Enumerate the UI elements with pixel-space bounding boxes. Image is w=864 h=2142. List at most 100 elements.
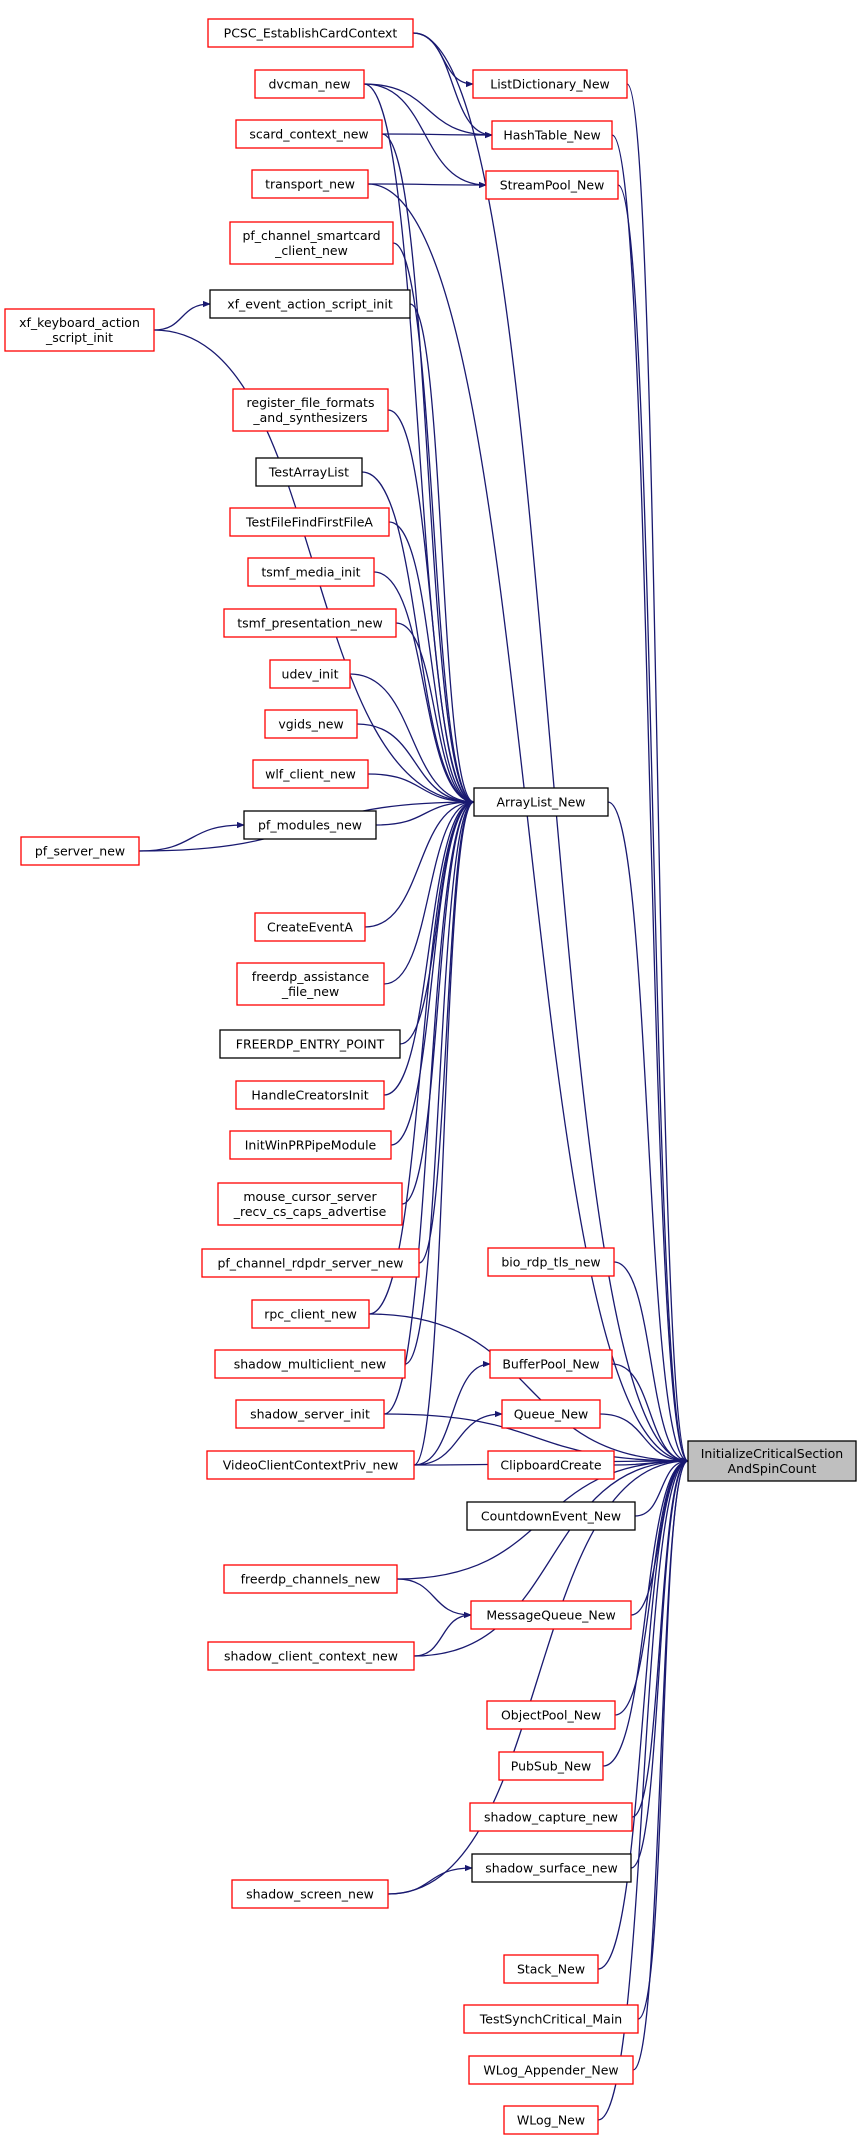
node-pf-channel-smartcard-client-new[interactable]: pf_channel_smartcard_client_new (229, 221, 394, 265)
node-freerdp-entry-point[interactable]: FREERDP_ENTRY_POINT (219, 1029, 401, 1059)
node-arraylist-new[interactable]: ArrayList_New (473, 787, 609, 817)
edge-tsmfmedia-to-arraylist (373, 571, 475, 806)
node-tsmf-presentation-new[interactable]: tsmf_presentation_new (223, 608, 397, 638)
node-label: TestFileFindFirstFileA (245, 515, 373, 530)
node-listdictionary-new[interactable]: ListDictionary_New (472, 69, 628, 99)
node-udev-init[interactable]: udev_init (269, 659, 351, 689)
node-dvcman-new[interactable]: dvcman_new (254, 69, 365, 99)
node-tsmf-media-init[interactable]: tsmf_media_init (247, 557, 375, 587)
edge-videoclient-to-queue (413, 1410, 503, 1466)
node-box (214, 1349, 406, 1379)
node-label: xf_keyboard_action (19, 315, 140, 330)
node-streampool-new[interactable]: StreamPool_New (485, 170, 619, 200)
node-shadow-multiclient-new[interactable]: shadow_multiclient_new (214, 1349, 406, 1379)
node-box (470, 1600, 632, 1630)
node-box (229, 221, 394, 265)
edge-shadowserver-to-target (383, 1413, 689, 1465)
node-wlog-new[interactable]: WLog_New (503, 2105, 599, 2135)
node-mouse-cursor-server-recv-cs-caps-advertise[interactable]: mouse_cursor_server_recv_cs_caps_adverti… (217, 1182, 403, 1226)
node-label: Stack_New (517, 1962, 585, 1977)
node-box (232, 388, 389, 432)
edge-xfkbd-to-xfevent (153, 300, 211, 331)
edge-regfmt-to-arraylist (387, 409, 475, 806)
node-shadow-surface-new[interactable]: shadow_surface_new (471, 1853, 632, 1883)
edge-testarr-to-arraylist (361, 471, 475, 806)
edge-pubsub-to-target (602, 1457, 689, 1767)
node-vgids-new[interactable]: vgids_new (264, 709, 358, 739)
node-label: InitializeCriticalSection (701, 1446, 843, 1461)
node-stack-new[interactable]: Stack_New (503, 1954, 599, 1984)
node-initwinprpipemodule[interactable]: InitWinPRPipeModule (229, 1130, 392, 1160)
node-testarraylist[interactable]: TestArrayList (255, 457, 363, 487)
node-box (206, 1450, 415, 1480)
node-pf-modules-new[interactable]: pf_modules_new (243, 810, 377, 840)
node-pf-server-new[interactable]: pf_server_new (20, 836, 140, 866)
node-freerdp-assistance-file-new[interactable]: freerdp_assistance_file_new (236, 962, 385, 1006)
node-handlecreatorsinit[interactable]: HandleCreatorsInit (235, 1080, 385, 1110)
node-videoclientcontextpriv-new[interactable]: VideoClientContextPriv_new (206, 1450, 415, 1480)
node-transport-new[interactable]: transport_new (251, 169, 369, 199)
node-box (201, 1248, 420, 1278)
node-testfilefindfirstfilea[interactable]: TestFileFindFirstFileA (229, 507, 390, 537)
node-label: _and_synthesizers (252, 410, 367, 425)
node-testsynchcritical-main[interactable]: TestSynchCritical_Main (463, 2004, 639, 2034)
edge-biordp-to-target (613, 1261, 689, 1465)
node-pf-channel-rdpdr-server-new[interactable]: pf_channel_rdpdr_server_new (201, 1248, 420, 1278)
node-label: pf_channel_rdpdr_server_new (217, 1256, 403, 1271)
node-label: wlf_client_new (265, 767, 356, 782)
edge-pfserver-to-pfmod (138, 821, 245, 852)
node-shadow-capture-new[interactable]: shadow_capture_new (469, 1802, 633, 1832)
edge-pfsmart-to-arraylist (392, 242, 475, 806)
edge-arraylist-to-target (607, 801, 689, 1465)
node-shadow-screen-new[interactable]: shadow_screen_new (231, 1879, 389, 1909)
node-scard-context-new[interactable]: scard_context_new (235, 119, 383, 149)
node-pcsc-establishcardcontext[interactable]: PCSC_EstablishCardContext (207, 18, 414, 48)
node-label: ObjectPool_New (501, 1708, 601, 1723)
edge-shadowmulti-to-arraylist (404, 798, 475, 1365)
node-hashtable-new[interactable]: HashTable_New (491, 120, 613, 150)
node-xf-event-action-script-init[interactable]: xf_event_action_script_init (209, 289, 411, 319)
node-shadow-client-context-new[interactable]: shadow_client_context_new (207, 1641, 415, 1671)
edge-stack-to-target (597, 1457, 689, 1970)
edge-createevent-to-arraylist (364, 798, 475, 928)
edge-videoclient-to-arraylist (413, 798, 475, 1466)
node-label: ListDictionary_New (490, 77, 609, 92)
node-objectpool-new[interactable]: ObjectPool_New (486, 1700, 616, 1730)
node-queue-new[interactable]: Queue_New (501, 1399, 601, 1429)
node-clipboardcreate[interactable]: ClipboardCreate (487, 1450, 615, 1480)
node-label: Queue_New (514, 1407, 589, 1422)
node-label: pf_modules_new (258, 818, 362, 833)
node-rpc-client-new[interactable]: rpc_client_new (251, 1299, 370, 1329)
node-pubsub-new[interactable]: PubSub_New (498, 1751, 604, 1781)
node-wlog-appender-new[interactable]: WLog_Appender_New (468, 2055, 634, 2085)
edge-hashtable-to-target (611, 134, 689, 1464)
node-box (207, 18, 414, 48)
node-messagequeue-new[interactable]: MessageQueue_New (470, 1600, 632, 1630)
node-box (487, 1450, 615, 1480)
node-label: dvcman_new (268, 77, 350, 92)
node-wlf-client-new[interactable]: wlf_client_new (252, 759, 369, 789)
node-xf-keyboard-action-script-init[interactable]: xf_keyboard_action_script_init (4, 308, 155, 352)
node-box (498, 1751, 604, 1781)
node-countdownevent-new[interactable]: CountdownEvent_New (466, 1501, 636, 1531)
node-bio-rdp-tls-new[interactable]: bio_rdp_tls_new (487, 1247, 615, 1277)
node-box (229, 507, 390, 537)
node-bufferpool-new[interactable]: BufferPool_New (489, 1349, 613, 1379)
node-label: _file_new (281, 984, 339, 999)
node-label: shadow_client_context_new (224, 1649, 398, 1664)
node-label: CreateEventA (267, 920, 353, 935)
node-label: HandleCreatorsInit (251, 1088, 368, 1103)
node-freerdp-channels-new[interactable]: freerdp_channels_new (223, 1564, 398, 1594)
node-box (231, 1879, 389, 1909)
edge-tsmfpres-to-arraylist (395, 622, 475, 806)
node-register-file-formats-and-synthesizers[interactable]: register_file_formats_and_synthesizers (232, 388, 389, 432)
node-box (223, 1564, 398, 1594)
node-label: InitWinPRPipeModule (245, 1138, 377, 1153)
node-createeventa[interactable]: CreateEventA (254, 912, 366, 942)
node-box (252, 759, 369, 789)
node-box (235, 1080, 385, 1110)
node-shadow-server-init[interactable]: shadow_server_init (235, 1399, 385, 1429)
node-box (254, 912, 366, 942)
node-box (20, 836, 140, 866)
